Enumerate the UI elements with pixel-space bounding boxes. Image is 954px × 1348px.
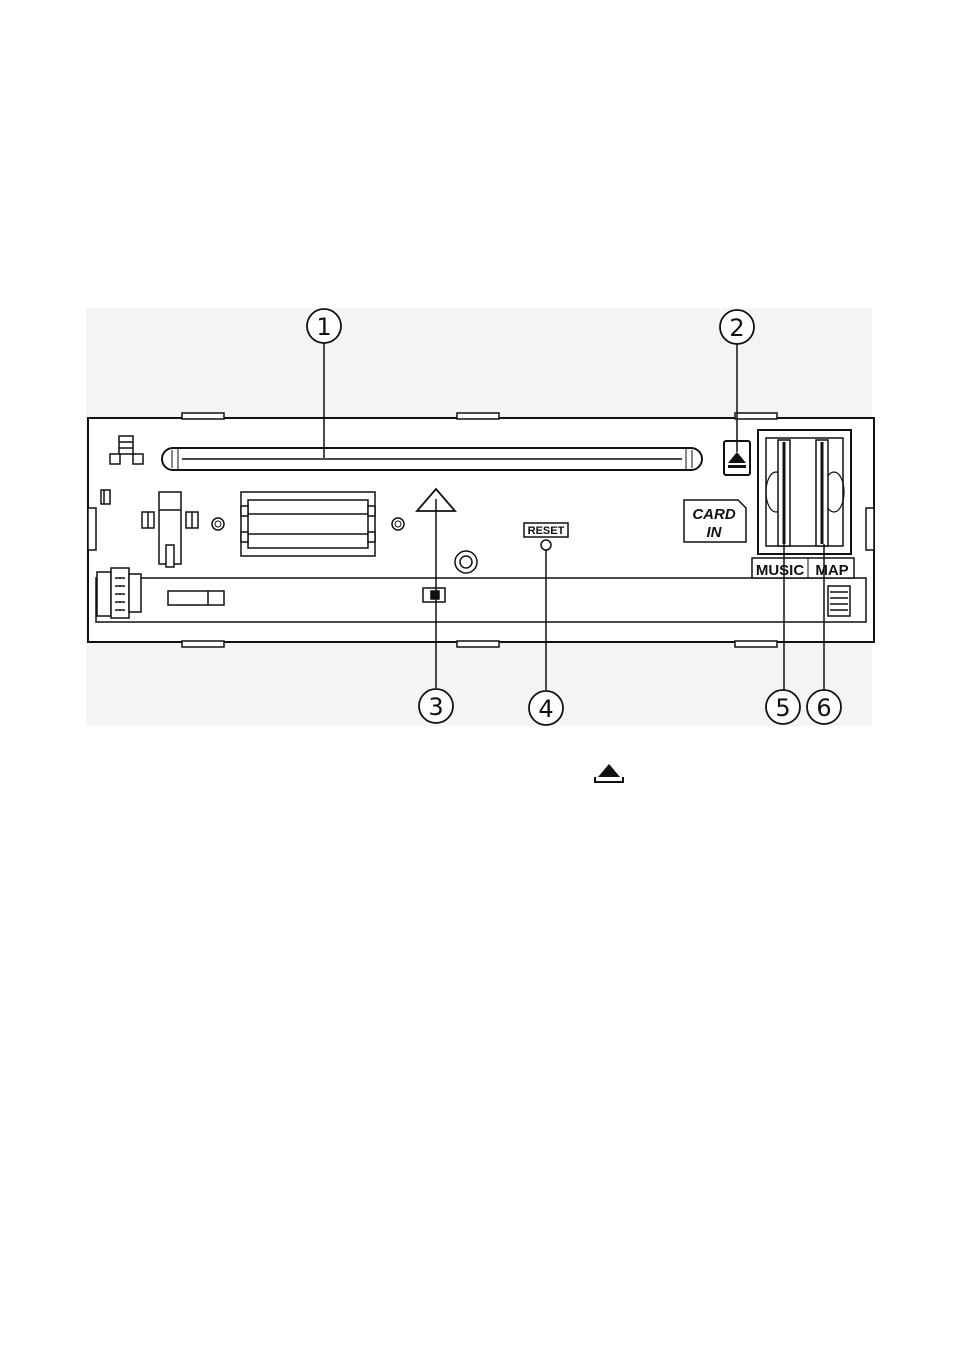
card-label-line1: CARD bbox=[692, 506, 735, 523]
card-in-marking: CARD IN bbox=[684, 500, 746, 542]
panel-connector bbox=[241, 492, 375, 556]
callout-3: 3 bbox=[419, 689, 453, 723]
card-slot-frame bbox=[758, 430, 851, 554]
disc-slot bbox=[162, 448, 702, 470]
card-label-line2: IN bbox=[707, 524, 723, 541]
callout-1: 1 bbox=[307, 309, 341, 343]
map-label: MAP bbox=[815, 562, 848, 579]
callout-2-number: 2 bbox=[729, 314, 744, 342]
callout-4: 4 bbox=[529, 691, 563, 725]
screw-hole-right bbox=[392, 518, 404, 530]
callout-2: 2 bbox=[720, 310, 754, 344]
card-labels-box: MUSIC MAP bbox=[752, 558, 854, 579]
callout-6-number: 6 bbox=[816, 694, 831, 722]
eject-symbol-icon bbox=[593, 762, 625, 784]
aux-jack[interactable] bbox=[455, 551, 477, 573]
callout-4-number: 4 bbox=[538, 695, 553, 723]
screw-hole-left bbox=[212, 518, 224, 530]
left-knob-assembly bbox=[97, 568, 141, 618]
reset-button[interactable] bbox=[541, 540, 551, 550]
fuse-slot bbox=[168, 591, 224, 605]
left-small-bracket bbox=[101, 490, 110, 504]
reset-label-box: RESET bbox=[524, 523, 568, 537]
music-label: MUSIC bbox=[756, 562, 805, 579]
callout-1-number: 1 bbox=[316, 313, 331, 341]
callout-3-number: 3 bbox=[428, 693, 443, 721]
callout-5-number: 5 bbox=[775, 694, 790, 722]
reset-label: RESET bbox=[528, 525, 565, 537]
callout-5: 5 bbox=[766, 690, 800, 724]
callout-6: 6 bbox=[807, 690, 841, 724]
rail-indicator bbox=[423, 588, 445, 602]
right-vent bbox=[828, 586, 850, 616]
